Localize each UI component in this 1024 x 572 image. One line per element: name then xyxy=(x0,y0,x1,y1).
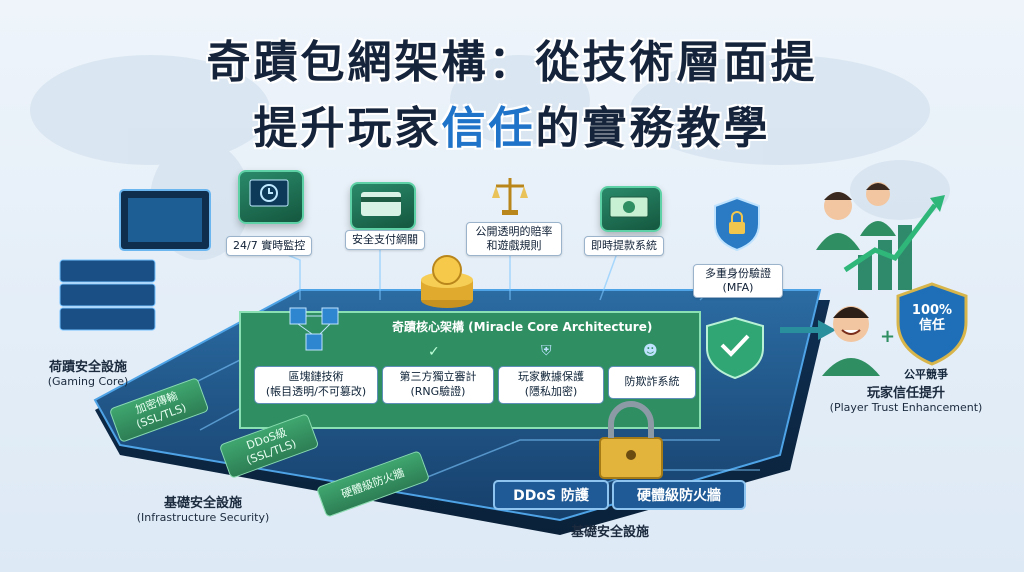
monitor-icon xyxy=(238,170,304,224)
credit-card-icon xyxy=(350,182,416,230)
gaming-core-caption: 荷蹟安全設施(Gaming Core) xyxy=(47,360,129,388)
player-avatars xyxy=(812,180,912,260)
feature-label-mfa: 多重身份驗證 (MFA) xyxy=(693,264,783,298)
ddos-protection-chip: DDoS 防護 xyxy=(493,480,609,510)
blockchain-cubes-icon xyxy=(282,304,352,356)
check-icon: ✓ xyxy=(428,344,440,360)
scale-icon xyxy=(488,174,532,218)
bottom-caption: 基礎安全設施 xyxy=(570,525,649,540)
shield-icon: ⛨ xyxy=(541,343,552,359)
trust-shield-badge: 100%信任 xyxy=(894,282,970,366)
core-card-audit: 第三方獨立審計(RNG驗證) xyxy=(382,366,494,404)
page-title-line-1: 奇蹟包網架構：從技術層面提 xyxy=(206,37,818,88)
feature-label-odds: 公開透明的賠率和遊戲規則 xyxy=(466,222,562,256)
feature-label-withdrawal: 即時提款系統 xyxy=(584,236,664,256)
infrastructure-caption: 基礎安全設施(Infrastructure Security) xyxy=(136,496,270,524)
core-card-blockchain: 區塊鏈技術(帳目透明/不可篡改) xyxy=(254,366,378,404)
plus-icon: + xyxy=(880,326,896,347)
shield-lock-icon xyxy=(712,196,762,252)
page-title-line-2: 提升玩家信任的實務教學 xyxy=(253,103,771,154)
core-card-data-protection: 玩家數據保護(隱私加密) xyxy=(498,366,604,404)
cash-icon xyxy=(600,186,662,232)
player-trust-caption: 玩家信任提升(Player Trust Enhancement) xyxy=(829,386,983,414)
happy-player-avatar xyxy=(818,296,884,376)
core-card-anti-fraud: 防欺詐系統 xyxy=(608,366,696,399)
fair-play-label: 公平競爭 xyxy=(904,368,948,381)
feature-label-payment: 安全支付網關 xyxy=(345,230,425,250)
core-architecture-title: 奇蹟核心架構 (Miracle Core Architecture) xyxy=(392,320,653,334)
user-shield-icon: ☻ xyxy=(643,343,658,359)
hardware-firewall-chip: 硬體級防火牆 xyxy=(612,480,746,510)
feature-label-monitoring: 24/7 實時監控 xyxy=(226,236,313,256)
